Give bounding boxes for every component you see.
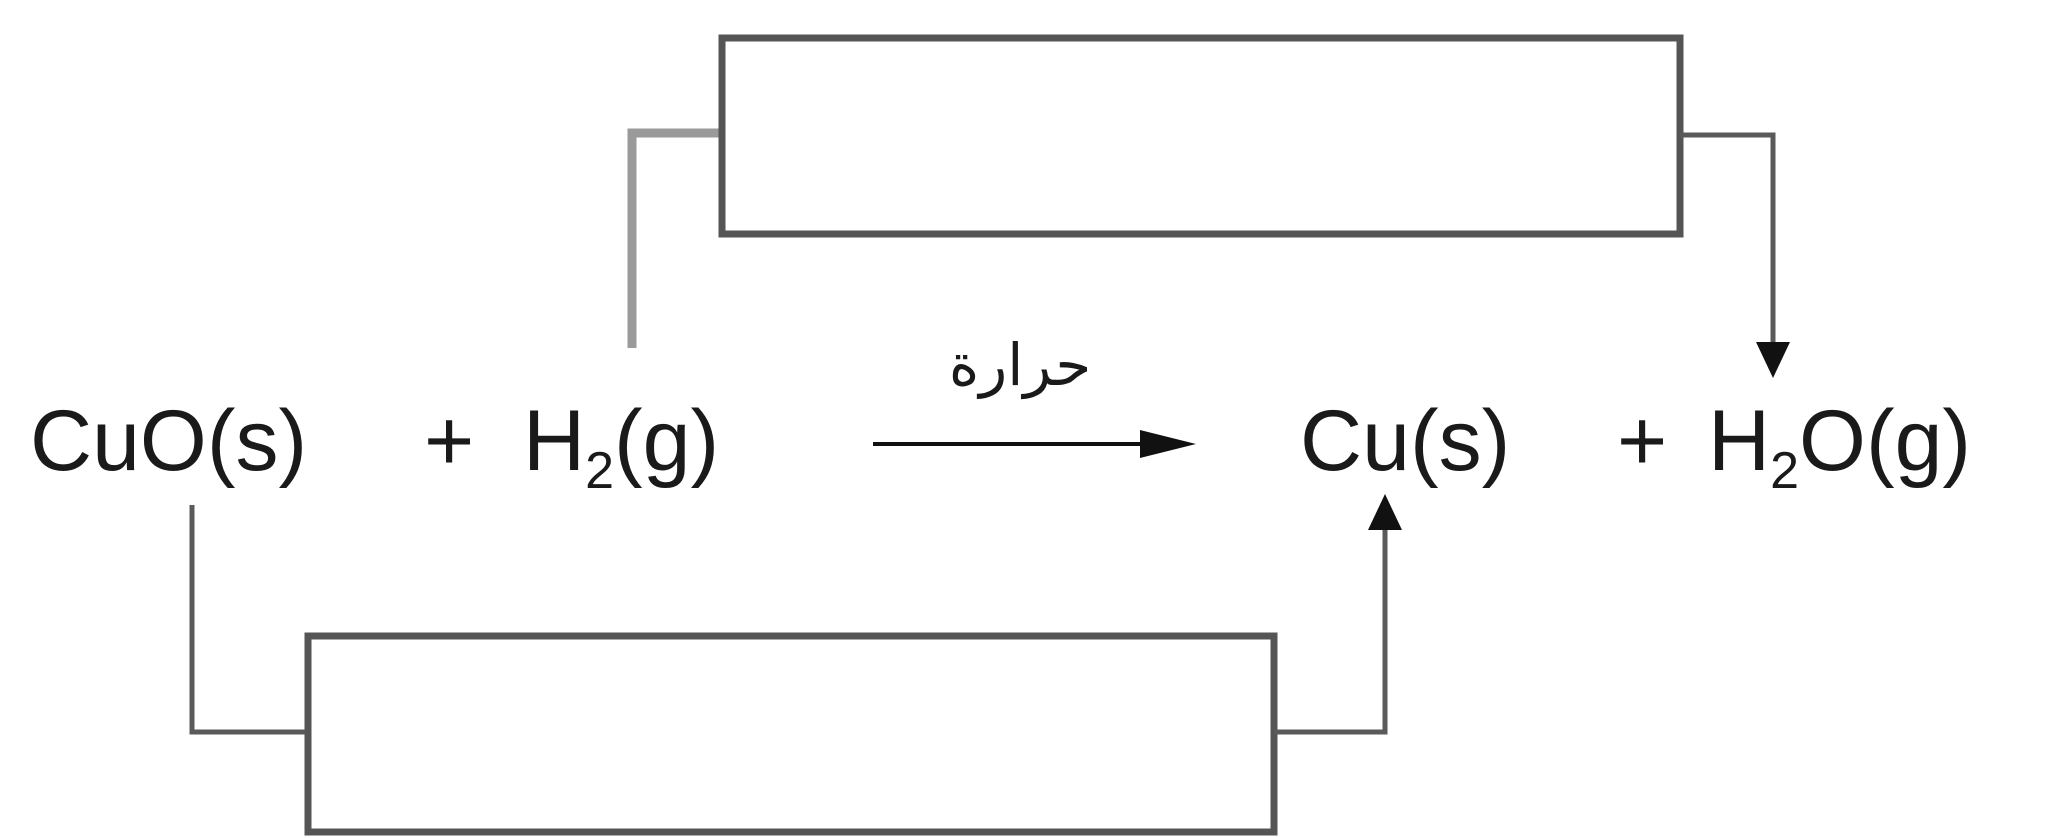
product-h2o: H2O(g) [1708,393,1971,500]
bottom-connector-to-cu [1274,525,1388,735]
reactant-h2: H2(g) [523,393,719,500]
top-answer-box[interactable] [718,34,1684,238]
product-cu: Cu(s) [1300,393,1510,489]
plus-sign-left: + [424,393,474,489]
reactant-cuo: CuO(s) [30,393,307,489]
chemical-equation: CuO(s) + H2(g) حرارة Cu(s) + H2O(g) [30,331,1971,500]
top-arrow-head-icon [1756,342,1790,378]
reaction-condition-heat: حرارة [949,331,1091,400]
plus-sign-right: + [1617,393,1667,489]
bottom-answer-box[interactable] [304,632,1278,836]
bottom-connector-from-cuo [189,505,308,735]
top-connector-from-h2 [627,128,722,348]
bottom-arrow-head-icon [1368,494,1402,530]
top-connector-to-h2o [1680,132,1776,345]
reaction-arrow-head-icon [1140,430,1196,458]
